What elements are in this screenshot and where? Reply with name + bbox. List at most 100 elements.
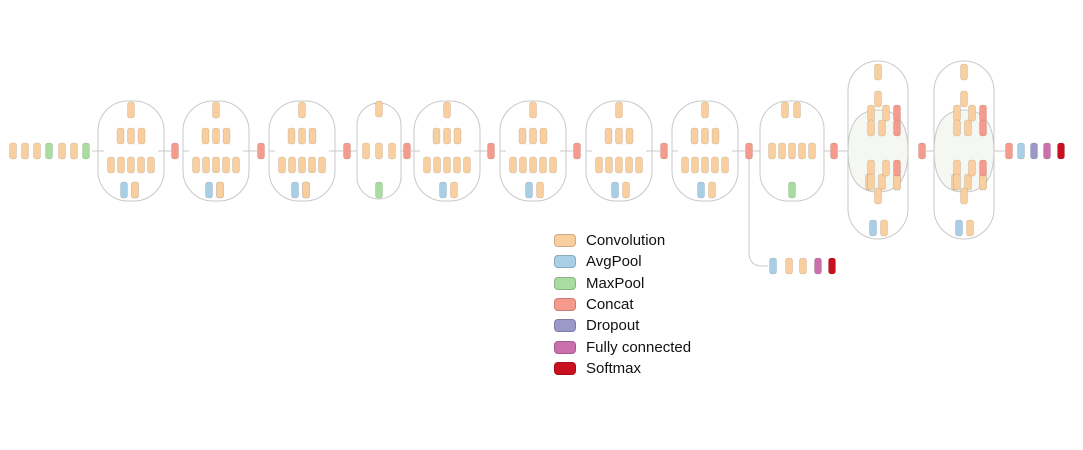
- convolution-block: [58, 142, 66, 160]
- dropout-swatch: [554, 319, 576, 333]
- concat-block: [745, 142, 753, 160]
- fully-connected-swatch: [554, 340, 576, 354]
- convolution-block: [318, 156, 326, 174]
- convolution-block: [222, 156, 230, 174]
- concat-block: [573, 142, 581, 160]
- legend-item-concat: Concat: [554, 294, 691, 315]
- concat-block: [171, 142, 179, 160]
- convolution-block: [964, 173, 972, 191]
- convolution-block: [450, 181, 458, 199]
- convolution-block: [953, 159, 961, 177]
- convolution-block: [21, 142, 29, 160]
- avgpool-block: [205, 181, 213, 199]
- convolution-block: [362, 142, 370, 160]
- convolution-block: [127, 156, 135, 174]
- convolution-block: [867, 119, 875, 137]
- convolution-block: [453, 156, 461, 174]
- convolution-block: [808, 142, 816, 160]
- convolution-block: [298, 127, 306, 145]
- convolution-block: [880, 219, 888, 237]
- convolution-block: [690, 127, 699, 145]
- convolution-block: [201, 127, 210, 145]
- convolution-block: [604, 127, 613, 145]
- legend-label: AvgPool: [586, 253, 642, 271]
- avgpool-block: [525, 181, 533, 199]
- convolution-block: [882, 104, 890, 122]
- convolution-block: [127, 127, 135, 145]
- convolution-block: [423, 156, 431, 174]
- convolution-block: [867, 104, 875, 122]
- convolution-block: [116, 127, 125, 145]
- convolution-block: [222, 127, 231, 145]
- convolution-block: [70, 142, 78, 160]
- convolution-block: [615, 156, 623, 174]
- convolution-block: [147, 156, 155, 174]
- convolution-block: [701, 101, 709, 119]
- convolution-block: [964, 119, 972, 137]
- connection-lines: [92, 150, 1005, 267]
- concat-block: [403, 142, 411, 160]
- concat-block: [893, 119, 901, 137]
- legend-label: Convolution: [586, 232, 666, 250]
- convolution-block: [681, 156, 689, 174]
- convolution-block: [127, 101, 135, 119]
- convolution-block: [443, 156, 451, 174]
- convolution-block: [529, 127, 537, 145]
- convolution-block: [443, 127, 451, 145]
- convolution-block: [721, 156, 729, 174]
- avgpool-block: [697, 181, 705, 199]
- convolution-block: [375, 142, 383, 160]
- convolution-block: [463, 156, 471, 174]
- softmax-block: [1057, 142, 1065, 160]
- concat-block: [893, 159, 901, 177]
- convolution-block: [874, 90, 882, 108]
- convolution-block: [216, 181, 224, 199]
- convolution-block: [882, 159, 890, 177]
- softmax-swatch: [554, 361, 576, 375]
- convolution-block: [137, 156, 145, 174]
- convolution-block: [509, 156, 517, 174]
- avgpool-block: [1017, 142, 1025, 160]
- convolution-block: [788, 142, 796, 160]
- convolution-block: [711, 127, 720, 145]
- convolution-block: [278, 156, 286, 174]
- convolution-block: [298, 101, 306, 119]
- convolution-block: [529, 156, 537, 174]
- convolution-block: [137, 127, 146, 145]
- convolution-block: [874, 187, 882, 205]
- convolution-block: [893, 173, 901, 191]
- convolution-block: [453, 127, 462, 145]
- maxpool-block: [45, 142, 53, 160]
- module-outlines: [97, 60, 995, 240]
- convolution-block: [539, 127, 548, 145]
- convolution-block: [131, 181, 139, 199]
- concat-block: [257, 142, 265, 160]
- convolution-block: [308, 127, 317, 145]
- convolution-block: [539, 156, 547, 174]
- convolution-block: [867, 159, 875, 177]
- legend-label: MaxPool: [586, 274, 645, 292]
- convolution-block: [960, 63, 968, 81]
- nested-split-outline: [847, 109, 909, 193]
- convolution-block: [33, 142, 41, 160]
- convolution-block: [595, 156, 603, 174]
- convolution-block: [432, 127, 441, 145]
- concat-block: [979, 119, 987, 137]
- convolution-block: [625, 156, 633, 174]
- avgpool-block: [955, 219, 963, 237]
- concat-block: [918, 142, 926, 160]
- fully-connected-block: [1043, 142, 1051, 160]
- convolution-block: [549, 156, 557, 174]
- convolution-block: [302, 181, 310, 199]
- legend-label: Dropout: [586, 317, 640, 335]
- convolution-block: [615, 101, 623, 119]
- convolution-block: [778, 142, 786, 160]
- convolution-block: [518, 127, 527, 145]
- convolution-block: [212, 101, 220, 119]
- convolution-block: [953, 119, 961, 137]
- legend-label: Fully connected: [586, 338, 692, 356]
- avgpool-swatch: [554, 255, 576, 269]
- convolution-block: [979, 173, 987, 191]
- avgpool-block: [769, 257, 777, 275]
